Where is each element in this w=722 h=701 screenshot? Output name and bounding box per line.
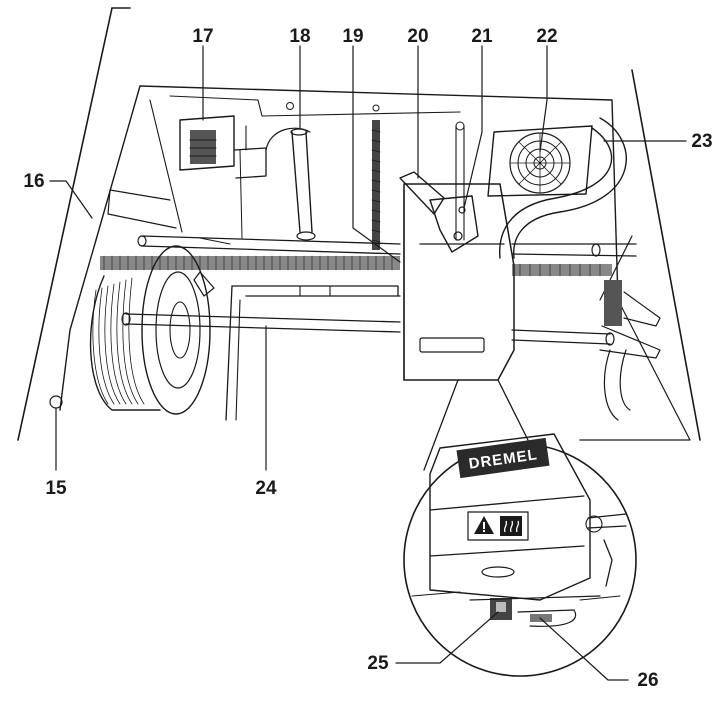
filament-spool <box>49 189 215 415</box>
warning-triangle-icon <box>474 516 494 534</box>
callout-24: 24 <box>255 478 277 499</box>
callout-25: 25 <box>367 653 389 674</box>
hot-surface-icon <box>500 516 522 536</box>
callout-18: 18 <box>289 26 310 47</box>
nozzle-detail-magnifier: DREMEL <box>403 379 637 677</box>
gantry-rods <box>100 235 661 421</box>
callout-26: 26 <box>637 670 658 691</box>
callout-16: 16 <box>23 171 44 192</box>
callout-23: 23 <box>691 131 712 152</box>
extruder-carriage <box>399 171 515 381</box>
cooling-fan <box>487 125 593 197</box>
callout-labels: 15 16 17 18 19 20 21 22 23 24 25 26 <box>23 26 712 691</box>
callout-15: 15 <box>45 478 67 499</box>
callout-20: 20 <box>407 26 428 47</box>
callout-17: 17 <box>192 26 213 47</box>
filament-guide-tube <box>265 127 316 241</box>
callout-19: 19 <box>342 26 363 47</box>
lead-screw <box>371 120 381 250</box>
spool-windings <box>92 277 145 405</box>
leader-lines <box>49 45 687 681</box>
build-chamber <box>149 95 465 421</box>
ribbon-cable <box>499 117 627 259</box>
printer-body <box>17 7 701 441</box>
callout-21: 21 <box>471 26 493 47</box>
dremel-brand-badge <box>456 437 550 479</box>
callout-22: 22 <box>536 26 557 47</box>
extruder-motor <box>179 115 267 179</box>
